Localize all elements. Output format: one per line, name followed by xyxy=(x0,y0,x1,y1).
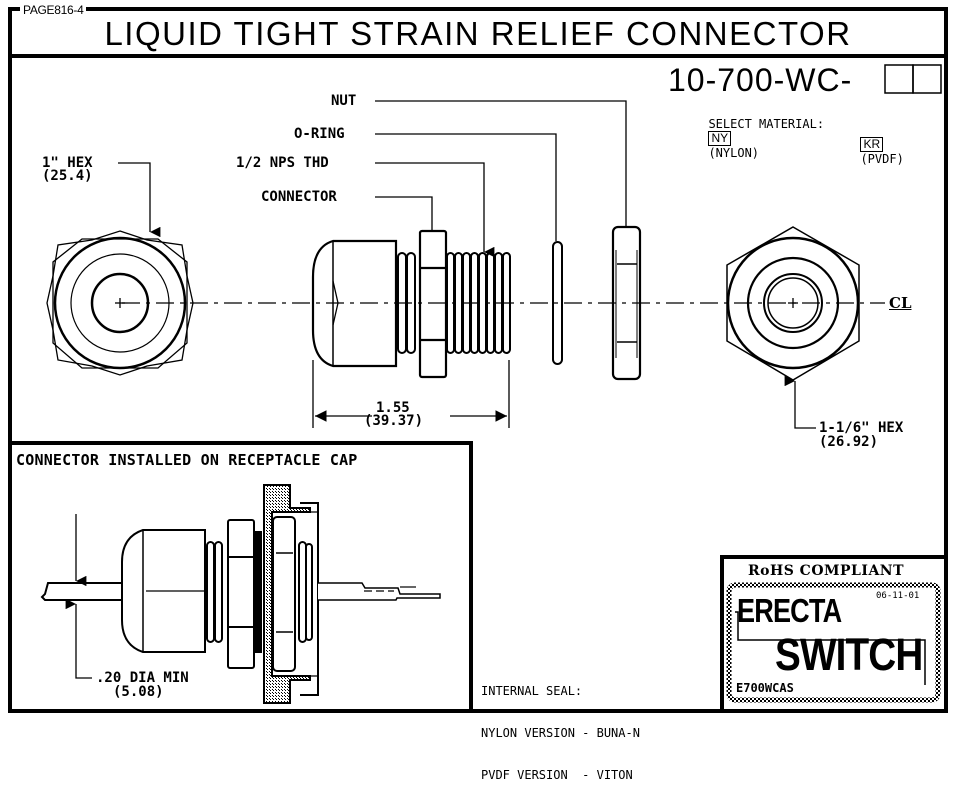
internal-seal-heading: INTERNAL SEAL: xyxy=(481,684,583,698)
material-row-nylon: SELECT MATERIAL: NY (NYLON) xyxy=(694,103,824,160)
cable-dia-inches: .20 DIA MIN xyxy=(96,670,189,686)
drawing-date: 06-11-01 xyxy=(876,591,920,601)
callout-nut: NUT xyxy=(331,93,357,109)
hex-large-leader xyxy=(784,375,816,429)
end-view-small-hex xyxy=(46,230,194,376)
internal-seal-nylon: NYLON VERSION - BUNA-N xyxy=(481,726,640,740)
drawing-sheet xyxy=(8,7,948,713)
cable-dia-metric: (5.08) xyxy=(113,684,164,700)
installed-assembly xyxy=(40,484,441,704)
length-metric: (39.37) xyxy=(364,413,424,429)
length-inches: 1.55 xyxy=(376,400,410,416)
logo-switch: SWITCH xyxy=(775,629,923,680)
callout-leaders xyxy=(375,100,627,258)
part-number-boxes xyxy=(884,64,942,94)
end-view-large-hex xyxy=(726,226,860,381)
internal-seal-note: INTERNAL SEAL: NYLON VERSION - BUNA-N PV… xyxy=(481,656,640,796)
connector-side-view xyxy=(311,229,511,379)
material-name-nylon: (NYLON) xyxy=(708,146,760,160)
centerline-symbol: CL xyxy=(889,294,912,312)
logo-erecta: ERECTA xyxy=(737,592,842,629)
internal-seal-pvdf: PVDF VERSION - VITON xyxy=(481,768,633,782)
part-number: 10-700-WC- xyxy=(668,62,853,98)
inset-title: CONNECTOR INSTALLED ON RECEPTACLE CAP xyxy=(16,451,358,469)
material-row-pvdf: KR (PVDF) xyxy=(846,123,904,166)
rohs-compliant-label: RoHS COMPLIANT xyxy=(748,563,905,579)
page-tag: PAGE816-4 xyxy=(20,3,87,17)
cable-dia-dimension xyxy=(65,514,92,679)
inset-frame xyxy=(8,441,473,713)
nut-side-view xyxy=(611,225,642,381)
hex-large-size: 1-1/6" HEX xyxy=(819,420,904,436)
o-ring-side-view xyxy=(552,241,563,365)
hex-large-metric: (26.92) xyxy=(819,434,879,450)
hex-small-metric: (25.4) xyxy=(42,168,93,184)
callout-connector: CONNECTOR xyxy=(261,189,337,205)
length-dimension xyxy=(312,360,510,428)
select-material-label: SELECT MATERIAL: xyxy=(708,117,825,131)
material-code-kr: KR xyxy=(860,137,884,152)
material-code-ny: NY xyxy=(708,131,732,146)
hex-small-leader xyxy=(118,162,161,238)
material-name-pvdf: (PVDF) xyxy=(860,152,904,166)
callout-o-ring: O-RING xyxy=(294,126,345,142)
callout-thread: 1/2 NPS THD xyxy=(236,155,329,171)
hex-small-size: 1" HEX xyxy=(42,155,93,171)
drawing-code: E700WCAS xyxy=(736,681,794,695)
page-title: LIQUID TIGHT STRAIN RELIEF CONNECTOR xyxy=(104,15,852,52)
title-block-frame xyxy=(720,555,948,713)
sheet-frame xyxy=(8,7,948,713)
